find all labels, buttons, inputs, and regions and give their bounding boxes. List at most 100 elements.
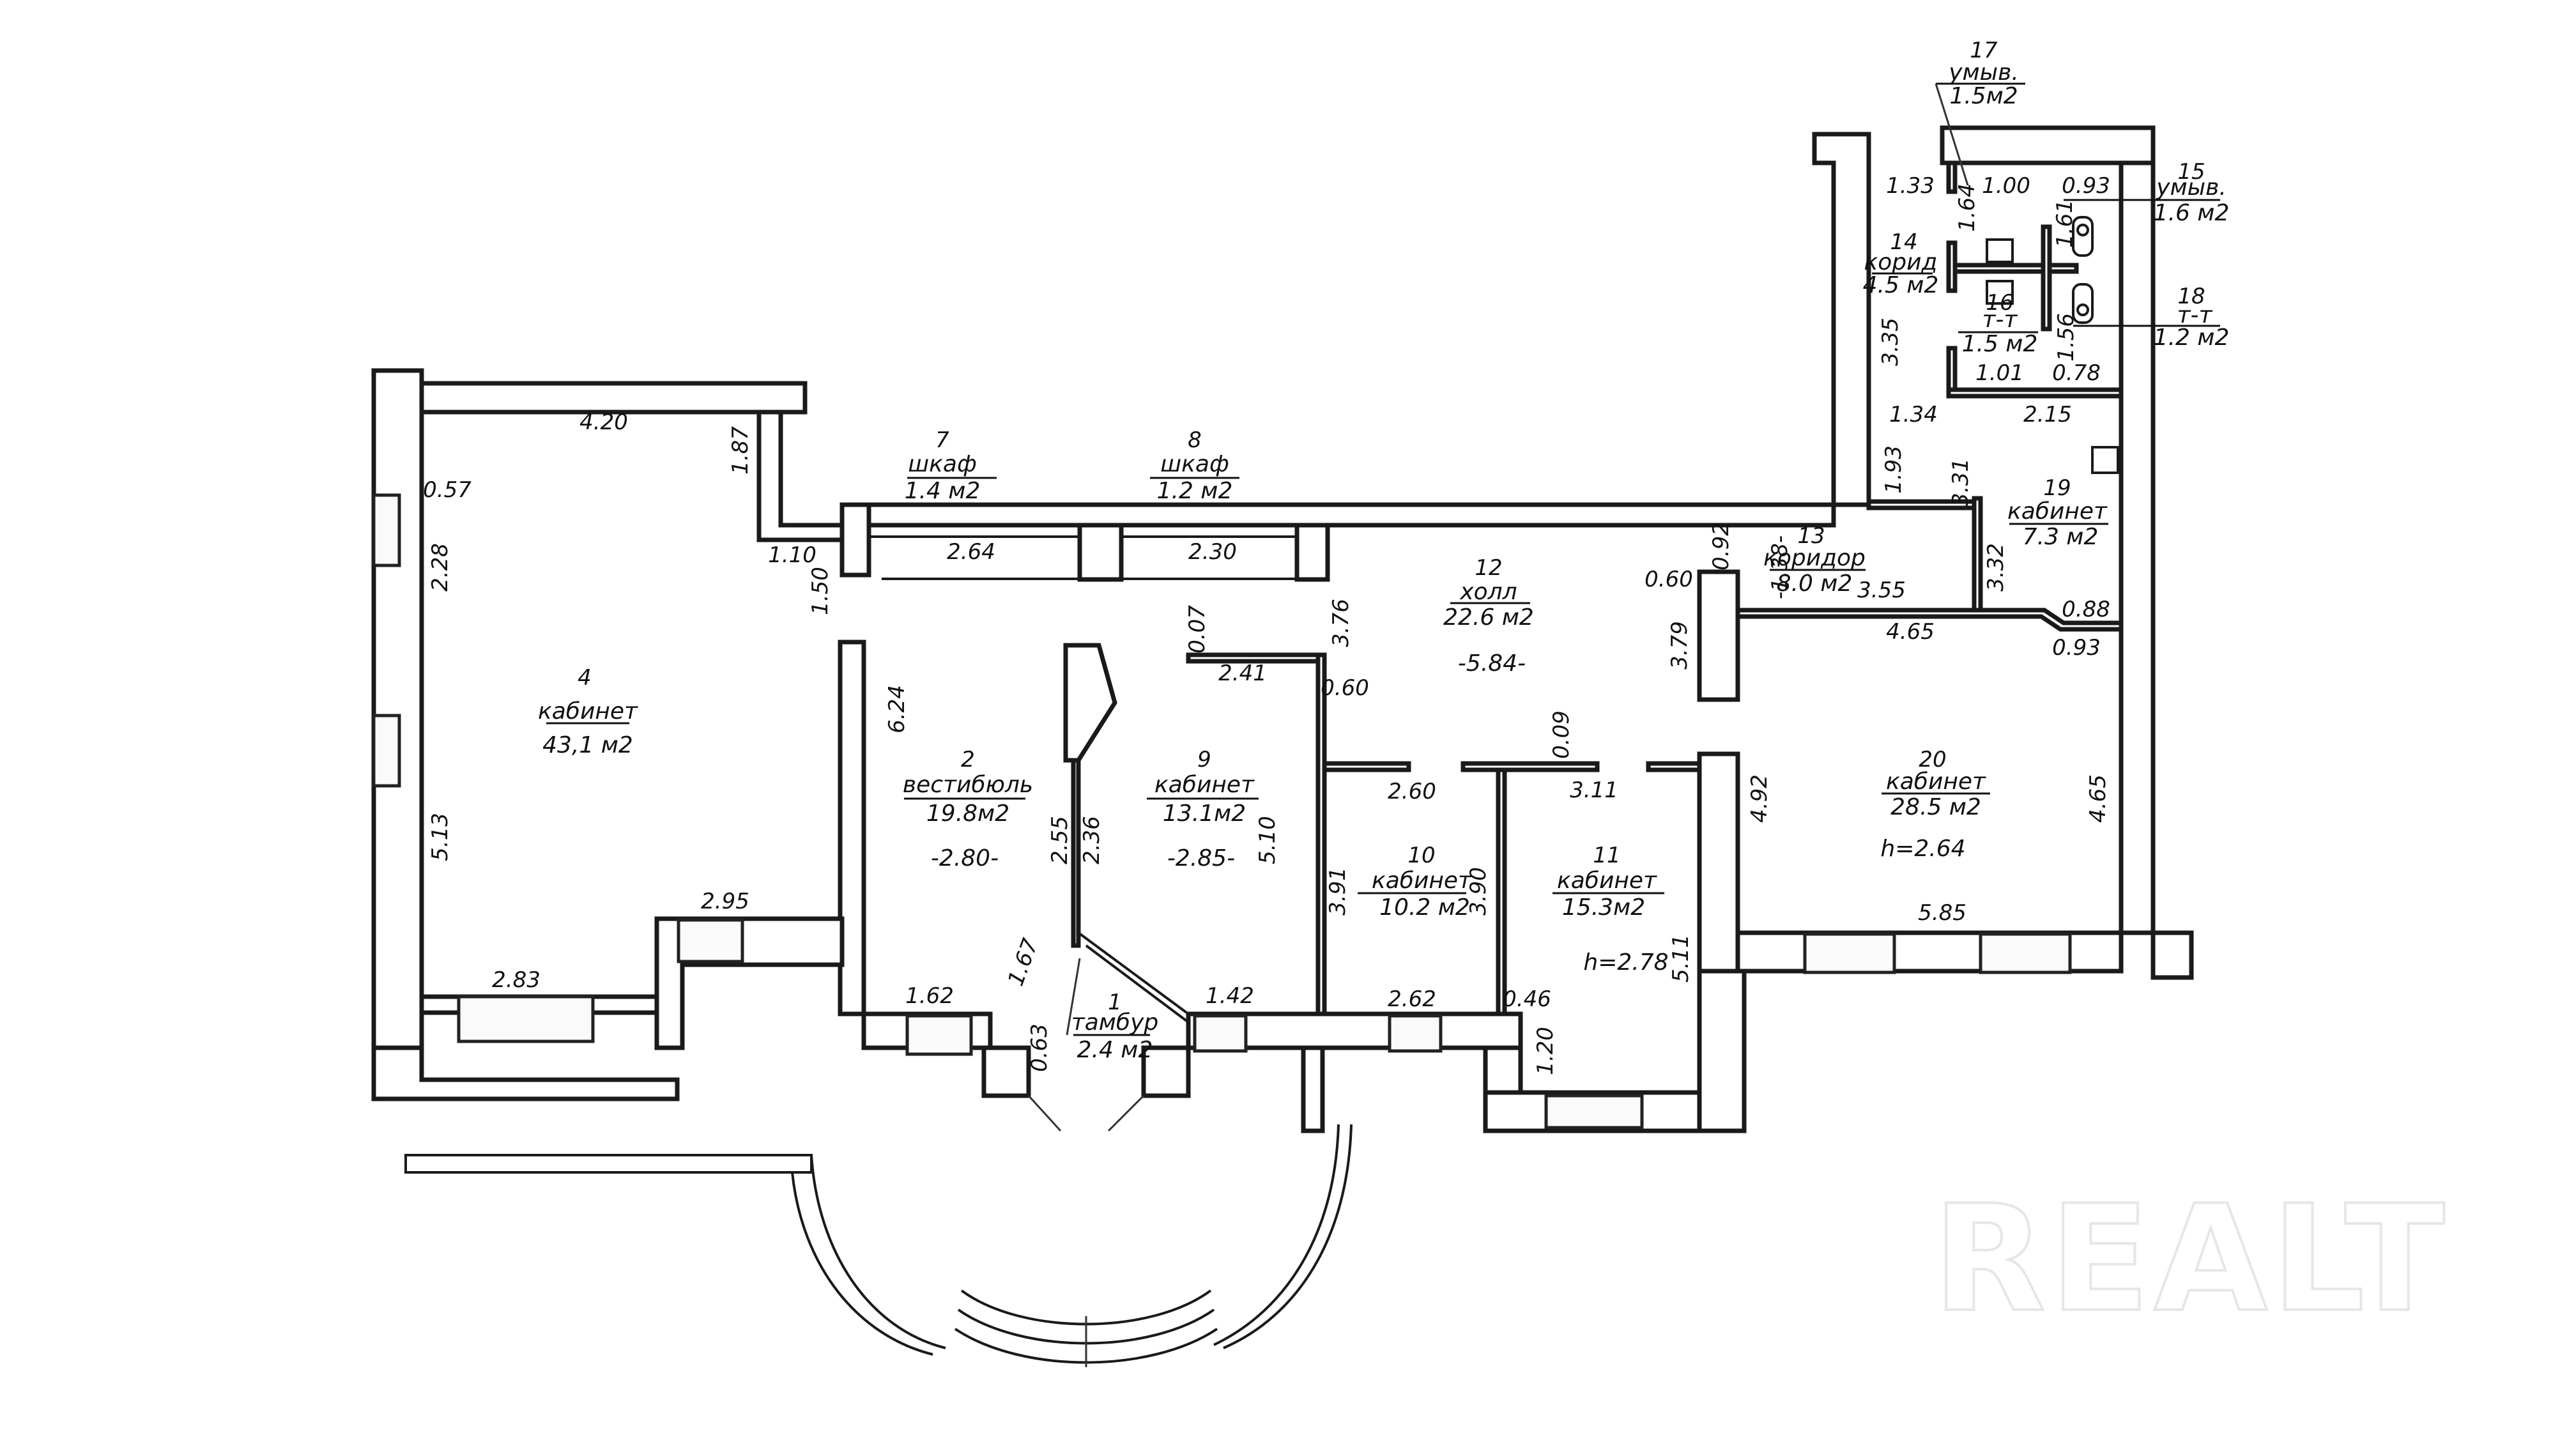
svg-text:1.6 м2: 1.6 м2 bbox=[2154, 200, 2230, 226]
svg-text:кабинет: кабинет bbox=[1557, 868, 1657, 894]
room-label-9: 9 кабинет 13.1м2 -2.85- bbox=[1147, 747, 1259, 871]
svg-text:шкаф: шкаф bbox=[908, 451, 977, 477]
svg-text:0.93: 0.93 bbox=[2062, 173, 2110, 199]
svg-text:3.90: 3.90 bbox=[1466, 867, 1491, 916]
svg-text:2.28: 2.28 bbox=[427, 543, 453, 592]
svg-text:3.35: 3.35 bbox=[1878, 318, 1903, 366]
svg-text:кабинет: кабинет bbox=[538, 698, 638, 724]
svg-text:1: 1 bbox=[1108, 990, 1122, 1015]
room-label-12: 12 холл 22.6 м2 -5.84- bbox=[1443, 555, 1534, 677]
svg-text:4.20: 4.20 bbox=[579, 410, 628, 435]
svg-text:2.95: 2.95 bbox=[701, 889, 749, 914]
svg-text:1.56: 1.56 bbox=[2053, 313, 2079, 362]
svg-text:тамбур: тамбур bbox=[1071, 1009, 1159, 1036]
svg-text:1.5 м2: 1.5 м2 bbox=[1962, 331, 2038, 357]
svg-text:0.60: 0.60 bbox=[1321, 675, 1369, 701]
room-label-16: 15 умыв. 1.6 м2 bbox=[2064, 159, 2229, 226]
room-label-20: 20 кабинет 28.5 м2 h=2.64 bbox=[1880, 747, 1990, 862]
svg-text:8.0 м2: 8.0 м2 bbox=[1777, 571, 1853, 597]
svg-text:-2.85-: -2.85- bbox=[1167, 845, 1235, 871]
svg-text:4.92: 4.92 bbox=[1747, 774, 1772, 823]
svg-text:1.42: 1.42 bbox=[1206, 983, 1254, 1009]
svg-text:22.6 м2: 22.6 м2 bbox=[1443, 604, 1534, 631]
svg-text:15.3м2: 15.3м2 bbox=[1562, 894, 1645, 921]
svg-text:шкаф: шкаф bbox=[1160, 451, 1229, 477]
svg-text:-5.84-: -5.84- bbox=[1458, 650, 1526, 677]
svg-text:4.5 м2: 4.5 м2 bbox=[1863, 272, 1939, 298]
svg-text:28.5 м2: 28.5 м2 bbox=[1890, 794, 1981, 820]
svg-text:5.85: 5.85 bbox=[1918, 900, 1966, 926]
svg-text:12: 12 bbox=[1475, 555, 1502, 581]
svg-text:18: 18 bbox=[2177, 284, 2205, 309]
svg-text:1.00: 1.00 bbox=[1982, 173, 2030, 199]
room-label-10: 10 кабинет 10.2 м2 bbox=[1358, 843, 1472, 921]
svg-text:1.61: 1.61 bbox=[2052, 199, 2078, 248]
svg-text:умыв.: умыв. bbox=[2156, 174, 2227, 201]
svg-text:1.5м2: 1.5м2 bbox=[1949, 83, 2018, 109]
room-label-1: 1 тамбур 2.4 м2 bbox=[1071, 990, 1159, 1063]
entrance-porch bbox=[404, 1045, 1353, 1367]
room-label-14: 14 корид 4.5 м2 bbox=[1863, 229, 1939, 298]
svg-text:3.91: 3.91 bbox=[1325, 867, 1351, 916]
room-label-18: 18 т-т 1.2 м2 bbox=[2073, 284, 2229, 351]
svg-text:19: 19 bbox=[2043, 475, 2071, 501]
svg-text:3.11: 3.11 bbox=[1570, 778, 1618, 803]
svg-text:т-т: т-т bbox=[2177, 302, 2213, 328]
svg-text:коридор: коридор bbox=[1763, 545, 1866, 571]
svg-text:2.60: 2.60 bbox=[1388, 779, 1436, 804]
svg-text:11: 11 bbox=[1593, 843, 1620, 868]
svg-text:1.50: 1.50 bbox=[808, 567, 833, 615]
room-label-11: 11 кабинет 15.3м2 h=2.78 bbox=[1552, 843, 1669, 976]
svg-text:2.15: 2.15 bbox=[2023, 402, 2072, 427]
svg-text:5.13: 5.13 bbox=[427, 813, 453, 861]
svg-text:-2.80-: -2.80- bbox=[931, 845, 999, 871]
svg-text:1.93: 1.93 bbox=[1881, 445, 1906, 494]
room-label-8: 8 шкаф 1.2 м2 bbox=[1150, 427, 1239, 504]
svg-text:h=2.64: h=2.64 bbox=[1880, 836, 1965, 862]
room-label-4: 4 кабинет 43,1 м2 bbox=[538, 665, 638, 758]
svg-text:2.4 м2: 2.4 м2 bbox=[1077, 1037, 1153, 1063]
svg-text:0.63: 0.63 bbox=[1027, 1023, 1052, 1072]
svg-text:0.60: 0.60 bbox=[1644, 567, 1693, 592]
svg-text:2.64: 2.64 bbox=[947, 539, 995, 565]
svg-text:1.2 м2: 1.2 м2 bbox=[1157, 478, 1233, 504]
svg-text:0.78: 0.78 bbox=[2052, 360, 2101, 386]
svg-text:3.31: 3.31 bbox=[1948, 458, 1974, 507]
svg-text:0.92: 0.92 bbox=[1708, 522, 1734, 571]
svg-text:17: 17 bbox=[1970, 38, 1998, 63]
svg-text:2.83: 2.83 bbox=[492, 967, 540, 993]
svg-text:8: 8 bbox=[1188, 427, 1202, 453]
svg-text:1.64: 1.64 bbox=[1954, 183, 1980, 232]
svg-text:1.67: 1.67 bbox=[1003, 935, 1044, 989]
svg-text:0.07: 0.07 bbox=[1184, 605, 1210, 654]
svg-text:вестибюль: вестибюль bbox=[903, 772, 1033, 798]
svg-text:т-т: т-т bbox=[1982, 307, 2018, 333]
svg-text:1.10: 1.10 bbox=[768, 542, 816, 568]
svg-text:4.65: 4.65 bbox=[2085, 774, 2111, 823]
svg-text:1.62: 1.62 bbox=[905, 983, 954, 1009]
svg-text:2.36: 2.36 bbox=[1079, 816, 1105, 864]
svg-text:0.93: 0.93 bbox=[2052, 635, 2101, 661]
svg-text:0.88: 0.88 bbox=[2062, 597, 2110, 622]
svg-text:2.55: 2.55 bbox=[1047, 816, 1073, 864]
svg-text:0.57: 0.57 bbox=[423, 477, 471, 503]
realt-watermark: REALT bbox=[1933, 1174, 2449, 1345]
svg-text:2.30: 2.30 bbox=[1188, 539, 1237, 565]
room-label-15: 17 умыв. 1.5м2 bbox=[1935, 38, 2025, 186]
svg-text:0.46: 0.46 bbox=[1503, 986, 1551, 1012]
room-label-2: 2 вестибюль 19.8м2 -2.80- bbox=[903, 747, 1033, 871]
svg-text:1.87: 1.87 bbox=[728, 426, 753, 475]
svg-text:-1.38-: -1.38- bbox=[1767, 535, 1793, 599]
svg-text:10.2 м2: 10.2 м2 bbox=[1379, 894, 1470, 921]
svg-text:3.55: 3.55 bbox=[1857, 578, 1906, 603]
svg-text:19.8м2: 19.8м2 bbox=[926, 801, 1009, 827]
svg-text:кабинет: кабинет bbox=[2007, 498, 2108, 525]
svg-text:1.34: 1.34 bbox=[1889, 402, 1938, 427]
svg-text:13: 13 bbox=[1797, 523, 1825, 549]
svg-text:9: 9 bbox=[1197, 747, 1211, 772]
svg-text:6.24: 6.24 bbox=[884, 685, 910, 733]
svg-text:холл: холл bbox=[1459, 579, 1517, 605]
svg-text:1.2 м2: 1.2 м2 bbox=[2154, 325, 2230, 351]
svg-text:5.10: 5.10 bbox=[1255, 816, 1280, 864]
svg-text:2.62: 2.62 bbox=[1388, 986, 1436, 1012]
